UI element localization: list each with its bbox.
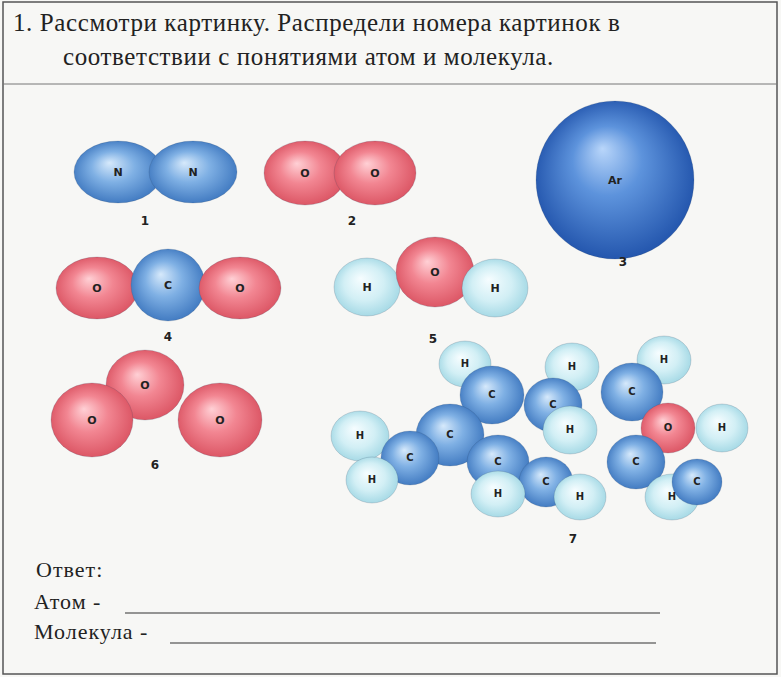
atom-ball xyxy=(331,411,389,461)
atom-ball xyxy=(131,249,205,321)
element-symbol: H xyxy=(356,431,364,441)
element-symbol: C xyxy=(164,280,172,291)
atom-sphere: O xyxy=(395,236,475,308)
atom-ball xyxy=(334,141,416,205)
atom-ball xyxy=(396,237,474,307)
element-symbol: C xyxy=(632,457,639,467)
element-symbol: N xyxy=(188,167,197,178)
atom-ball xyxy=(536,101,694,259)
figure-number: 4 xyxy=(164,331,172,344)
figure-number: 1 xyxy=(141,215,149,228)
element-symbol: C xyxy=(488,390,495,400)
element-symbol: O xyxy=(300,168,309,179)
element-symbol: O xyxy=(235,283,244,294)
atom-sphere: H xyxy=(461,258,529,318)
atom-ball xyxy=(149,141,237,203)
atom-ball xyxy=(51,383,133,457)
element-symbol: H xyxy=(368,475,376,485)
atom-ball xyxy=(178,383,262,457)
element-symbol: O xyxy=(430,267,439,278)
element-symbol: H xyxy=(461,359,469,369)
element-symbol: H xyxy=(362,282,371,293)
element-symbol: H xyxy=(576,492,584,502)
atom-sphere: O xyxy=(177,382,263,458)
atom-sphere: C xyxy=(130,248,206,322)
element-symbol: O xyxy=(92,283,101,294)
answer-line xyxy=(170,642,656,643)
atom-sphere: O xyxy=(50,382,134,458)
answer-label: Молекула - xyxy=(34,620,148,644)
element-symbol: O xyxy=(370,168,379,179)
atom-sphere: O xyxy=(333,140,417,206)
figure-number: 3 xyxy=(619,256,627,269)
element-symbol: H xyxy=(494,489,502,499)
figure-number: 7 xyxy=(569,533,577,546)
atom-ball xyxy=(56,257,138,319)
atom-ball xyxy=(199,257,281,319)
atom-ball xyxy=(471,471,525,517)
element-symbol: O xyxy=(87,415,96,426)
figure-number: 6 xyxy=(151,459,159,472)
atom-ball xyxy=(672,459,722,505)
element-symbol: O xyxy=(664,423,673,433)
atom-ball xyxy=(462,259,528,317)
element-symbol: C xyxy=(542,477,549,487)
atom-sphere: H xyxy=(470,470,526,518)
element-symbol: H xyxy=(566,425,574,435)
element-symbol: H xyxy=(718,423,726,433)
element-symbol: C xyxy=(693,477,700,487)
element-symbol: H xyxy=(490,283,499,294)
element-symbol: H xyxy=(668,492,676,502)
atom-sphere: H xyxy=(333,257,401,317)
atom-sphere: O xyxy=(55,256,139,320)
element-symbol: H xyxy=(568,362,576,372)
element-symbol: C xyxy=(446,430,453,440)
atom-ball xyxy=(346,457,398,503)
atom-ball xyxy=(543,406,597,454)
frame xyxy=(3,2,777,674)
atom-sphere: N xyxy=(148,140,238,204)
atom-ball xyxy=(334,258,400,316)
atom-sphere: O xyxy=(198,256,282,320)
atom-sphere: H xyxy=(542,405,598,455)
atom-sphere: Ar xyxy=(535,100,695,260)
element-symbol: N xyxy=(113,167,122,178)
task-title: 1. Рассмотри картинку. Распредели номера… xyxy=(8,6,768,74)
element-symbol: Ar xyxy=(608,175,622,186)
element-symbol: C xyxy=(406,453,413,463)
element-symbol: C xyxy=(549,400,556,410)
answer-line xyxy=(125,612,660,613)
element-symbol: H xyxy=(660,355,668,365)
atom-sphere: H xyxy=(345,456,399,504)
element-symbol: O xyxy=(215,415,224,426)
answer-label: Атом - xyxy=(34,590,101,614)
atom-sphere: C xyxy=(671,458,723,506)
atom-sphere: H xyxy=(553,473,607,521)
atom-ball xyxy=(554,474,606,520)
atom-sphere: H xyxy=(695,403,749,453)
element-symbol: C xyxy=(628,387,635,397)
frame-line xyxy=(3,84,777,85)
answer-label: Ответ: xyxy=(36,558,103,582)
figure-number: 2 xyxy=(348,215,356,228)
element-symbol: O xyxy=(140,380,149,391)
atom-ball xyxy=(696,404,748,452)
element-symbol: C xyxy=(494,457,501,467)
figure-number: 5 xyxy=(429,333,437,346)
